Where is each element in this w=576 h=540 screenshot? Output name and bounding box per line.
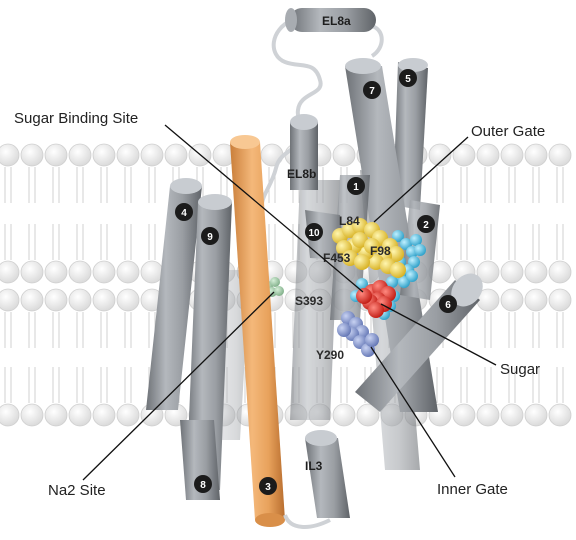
helix-1-number: 1 (353, 182, 359, 193)
lipid-head (21, 404, 43, 426)
el8a-connector (372, 26, 382, 56)
lipid-head (69, 289, 91, 311)
il3-label: IL3 (305, 459, 323, 473)
helix-6-number: 6 (445, 300, 451, 311)
lipid-head (45, 261, 67, 283)
lipid-head (501, 404, 523, 426)
atom-sphere (337, 323, 351, 337)
lipid-head (525, 144, 547, 166)
sugar-binding-site-label: Sugar Binding Site (14, 110, 138, 127)
lipid-head (549, 289, 571, 311)
lipid-head (525, 289, 547, 311)
el8b-label: EL8b (287, 167, 316, 181)
lipid-head (45, 144, 67, 166)
helix-5-number: 5 (405, 74, 411, 85)
lipid-head (21, 144, 43, 166)
lipid-head (117, 144, 139, 166)
lipid-head (93, 144, 115, 166)
atom-sphere (406, 270, 418, 282)
lipid-head (501, 289, 523, 311)
outer-gate-label: Outer Gate (471, 123, 545, 140)
el8a-label: EL8a (322, 14, 351, 28)
lipid-head (333, 404, 355, 426)
lipid-head (0, 404, 19, 426)
lipid-head (21, 261, 43, 283)
lipid-head (501, 261, 523, 283)
residue-y290: Y290 (316, 348, 344, 362)
lipid-head (0, 261, 19, 283)
lipid-head (21, 289, 43, 311)
helix-9-number: 9 (207, 232, 213, 243)
lipid-head (165, 144, 187, 166)
lipid-head (525, 261, 547, 283)
residue-f453: F453 (323, 251, 351, 265)
atom-sphere (365, 333, 379, 347)
lipid-head (525, 404, 547, 426)
helix-2-number: 2 (423, 220, 429, 231)
lipid-head (93, 289, 115, 311)
residue-s393: S393 (295, 294, 323, 308)
lipid-head (45, 404, 67, 426)
lipid-head (69, 404, 91, 426)
lipid-head (477, 144, 499, 166)
atom-sphere (356, 288, 372, 304)
lipid-head (333, 144, 355, 166)
lipid-head (117, 289, 139, 311)
helix-8-number: 8 (200, 480, 206, 491)
lipid-head (141, 144, 163, 166)
lipid-head (93, 404, 115, 426)
lipid-head (45, 289, 67, 311)
lipid-head (69, 144, 91, 166)
lipid-head (0, 144, 19, 166)
atom-sphere (414, 244, 426, 256)
atom-sphere (354, 254, 370, 270)
na2-site-label: Na2 Site (48, 482, 106, 499)
lipid-head (93, 261, 115, 283)
helix-8: 8 (180, 420, 220, 500)
il3-helix: IL3 (285, 430, 350, 527)
lipid-head (501, 144, 523, 166)
lipid-head (549, 404, 571, 426)
lipid-head (0, 289, 19, 311)
lipid-head (549, 261, 571, 283)
helix-3-number: 3 (265, 482, 271, 493)
lipid-head (117, 261, 139, 283)
inner-gate-label: Inner Gate (437, 481, 508, 498)
el8a-helix: EL8a (285, 8, 376, 32)
sugar-label: Sugar (500, 361, 540, 378)
lipid-head (453, 404, 475, 426)
helix-10-number: 10 (308, 228, 320, 239)
atom-sphere (390, 262, 406, 278)
helix-4-number: 4 (181, 208, 187, 219)
lipid-head (477, 404, 499, 426)
helix-7-number: 7 (369, 86, 375, 97)
residue-l84: L84 (339, 214, 360, 228)
el8b-helix: EL8b (287, 114, 318, 190)
lipid-head (69, 261, 91, 283)
residue-f98: F98 (370, 244, 391, 258)
lipid-bilayer (0, 144, 571, 426)
lipid-head (141, 261, 163, 283)
lipid-head (549, 144, 571, 166)
lipid-head (117, 404, 139, 426)
